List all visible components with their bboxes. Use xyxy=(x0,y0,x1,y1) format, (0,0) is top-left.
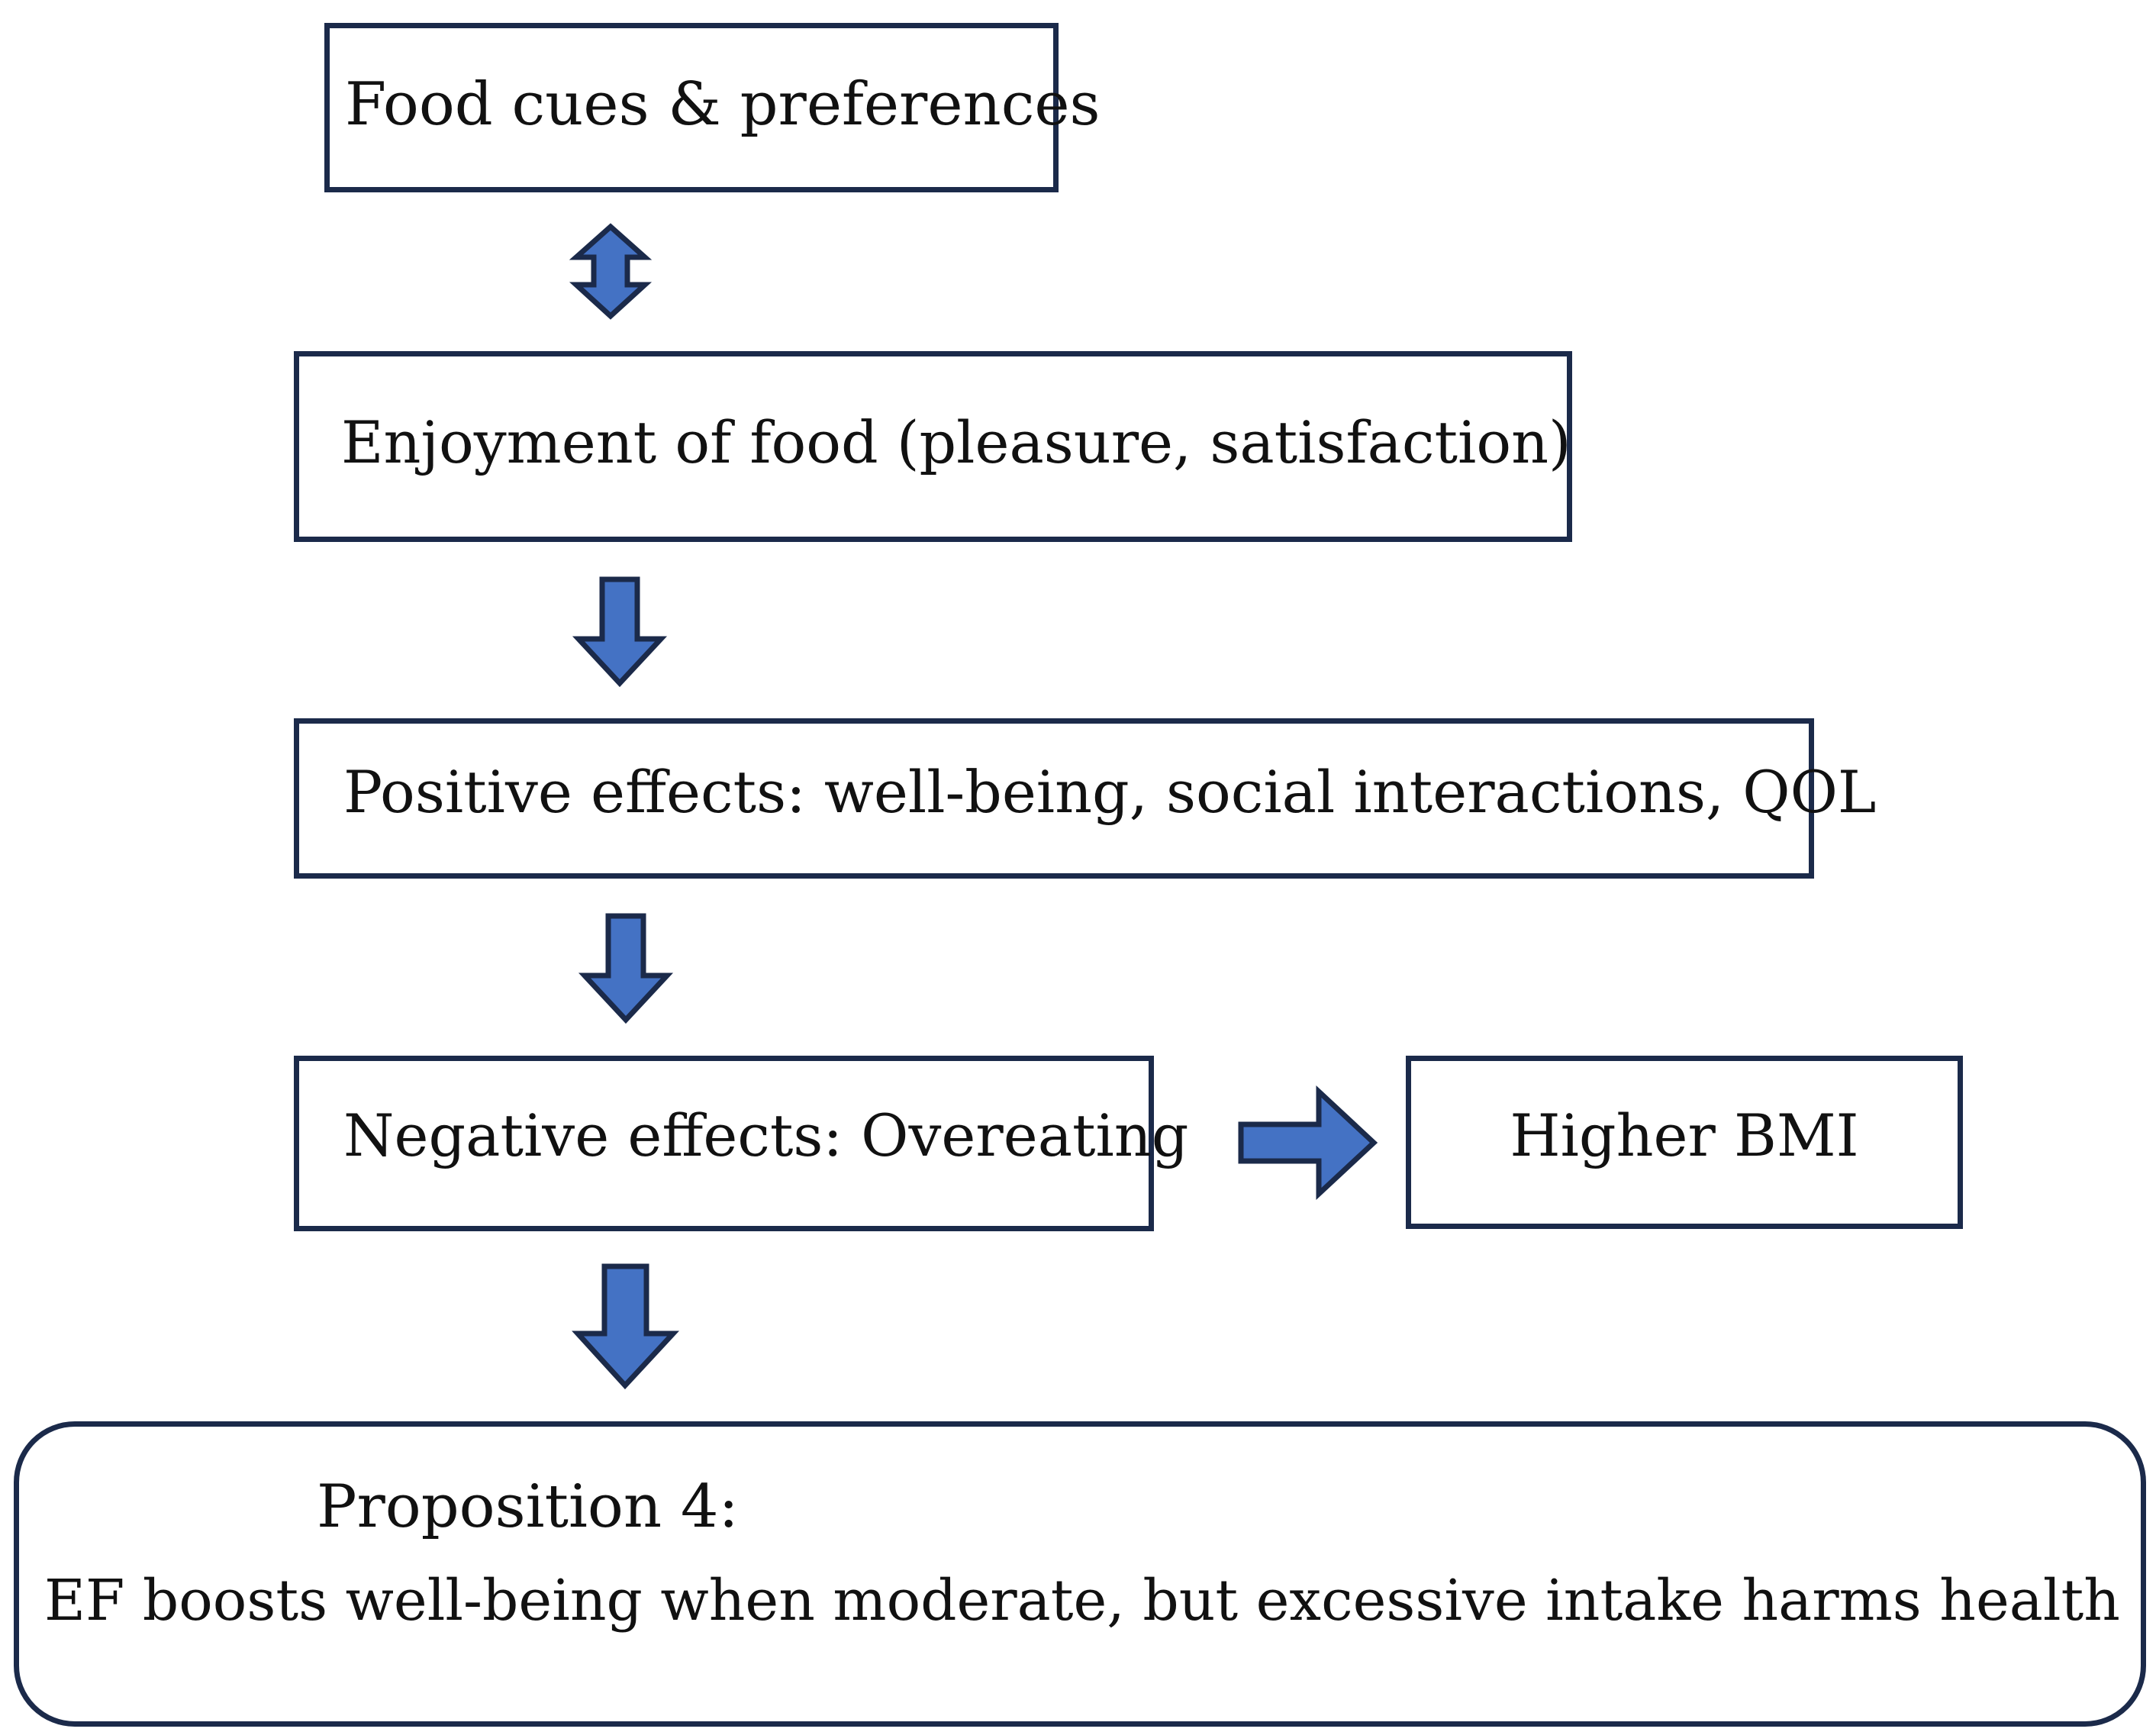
right-arrow-icon xyxy=(1238,1085,1378,1201)
node-enjoyment-label: Enjoyment of food (pleasure, satisfactio… xyxy=(341,408,1571,476)
double-arrow-icon xyxy=(569,223,653,320)
node-food-cues-label: Food cues & preferences xyxy=(345,70,1101,139)
node-positive-effects xyxy=(294,718,1814,879)
proposition-text: EF boosts well-being when moderate, but … xyxy=(44,1568,2120,1634)
node-higher-bmi-label: Higher BMI xyxy=(1510,1101,1859,1169)
node-higher-bmi xyxy=(1406,1056,1963,1229)
node-positive-effects-label: Positive effects: well-being, social int… xyxy=(343,758,1877,826)
proposition-title: Proposition 4: xyxy=(317,1472,739,1541)
down-arrow-icon xyxy=(578,913,674,1024)
node-enjoyment xyxy=(294,351,1572,542)
down-arrow-icon xyxy=(572,1263,680,1390)
proposition-box xyxy=(14,1421,2146,1727)
node-food-cues xyxy=(324,23,1059,192)
node-negative-effects xyxy=(294,1056,1154,1231)
node-negative-effects-label: Negative effects: Overeating xyxy=(343,1101,1189,1169)
down-arrow-icon xyxy=(572,576,668,688)
